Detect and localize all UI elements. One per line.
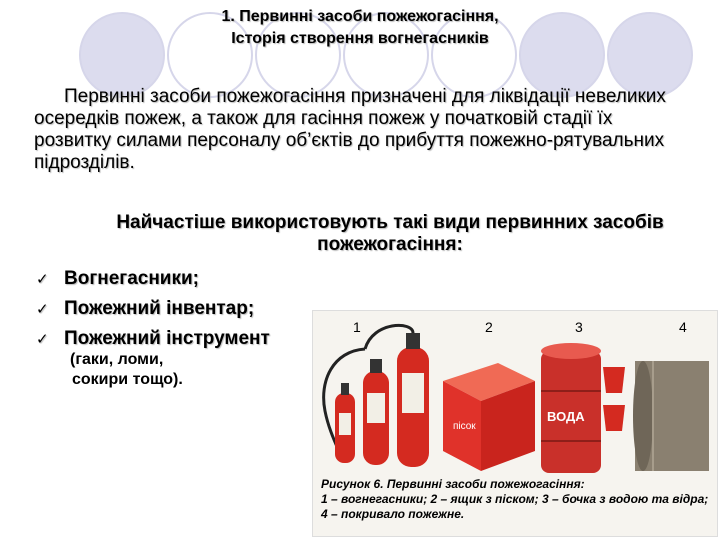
- sand-box-label: пісок: [453, 421, 476, 432]
- bucket-icon: [603, 367, 625, 431]
- extinguisher-icon: [363, 323, 429, 467]
- circle-5: [431, 12, 517, 98]
- title-line-1: 1. Первинні засоби пожежогасіння,: [221, 8, 499, 25]
- figure-number-4: 4: [679, 319, 687, 335]
- list-item: ✓ Вогнегасники;: [36, 264, 336, 294]
- check-icon: ✓: [36, 331, 49, 348]
- slide-title: 1. Первинні засоби пожежогасіння, Історі…: [120, 6, 600, 50]
- figure-number-3: 3: [575, 319, 583, 335]
- sand-box-icon: пісок: [443, 363, 535, 471]
- check-icon: ✓: [36, 301, 49, 318]
- circle-4: [343, 12, 429, 98]
- caption-body: 1 – вогнегасники; 2 – ящик з піском; 3 –…: [321, 492, 709, 521]
- title-line-2: Історія створення вогнегасників: [231, 30, 489, 47]
- circle-3: [255, 12, 341, 98]
- intro-paragraph: Первинні засоби пожежогасіння призначені…: [34, 86, 666, 173]
- water-barrel-label: ВОДА: [547, 409, 585, 424]
- extinguisher-icon: [363, 359, 389, 465]
- list-item-label: Пожежний інструмент: [64, 328, 270, 349]
- circle-6: [519, 12, 605, 98]
- extinguisher-icon: [335, 383, 355, 463]
- figure-number-2: 2: [485, 319, 493, 335]
- caption-title: Рисунок 6. Первинні засоби пожежогасіння…: [321, 477, 585, 491]
- decorative-circles: [79, 12, 693, 98]
- water-barrel-icon: ВОДА: [541, 343, 601, 473]
- check-icon: ✓: [36, 271, 49, 288]
- list-heading: Найчастіше використовують такі види перв…: [116, 212, 664, 255]
- figure-caption: Рисунок 6. Первинні засоби пожежогасіння…: [321, 477, 711, 522]
- fire-means-figure: 1 2 3 4 пісок: [312, 310, 718, 537]
- circle-2: [167, 12, 253, 98]
- figure-illustration: пісок ВОДА: [322, 323, 709, 473]
- list-item-label: Пожежний інвентар;: [64, 298, 255, 319]
- note-line-2: сокири тощо).: [72, 371, 183, 388]
- circle-7: [607, 12, 693, 98]
- list-item: ✓ Пожежний інвентар;: [36, 294, 336, 324]
- figure-number-1: 1: [353, 319, 361, 335]
- fire-blanket-icon: [633, 361, 709, 471]
- circle-1: [79, 12, 165, 98]
- note-line-1: (гаки, ломи,: [70, 351, 164, 368]
- list-item-label: Вогнегасники;: [64, 268, 200, 289]
- tools-note: (гаки, ломи, сокири тощо).: [70, 350, 290, 390]
- list-item: ✓ Пожежний інструмент: [36, 324, 336, 354]
- means-list: ✓ Вогнегасники; ✓ Пожежний інвентар; ✓ Поже…: [36, 264, 336, 354]
